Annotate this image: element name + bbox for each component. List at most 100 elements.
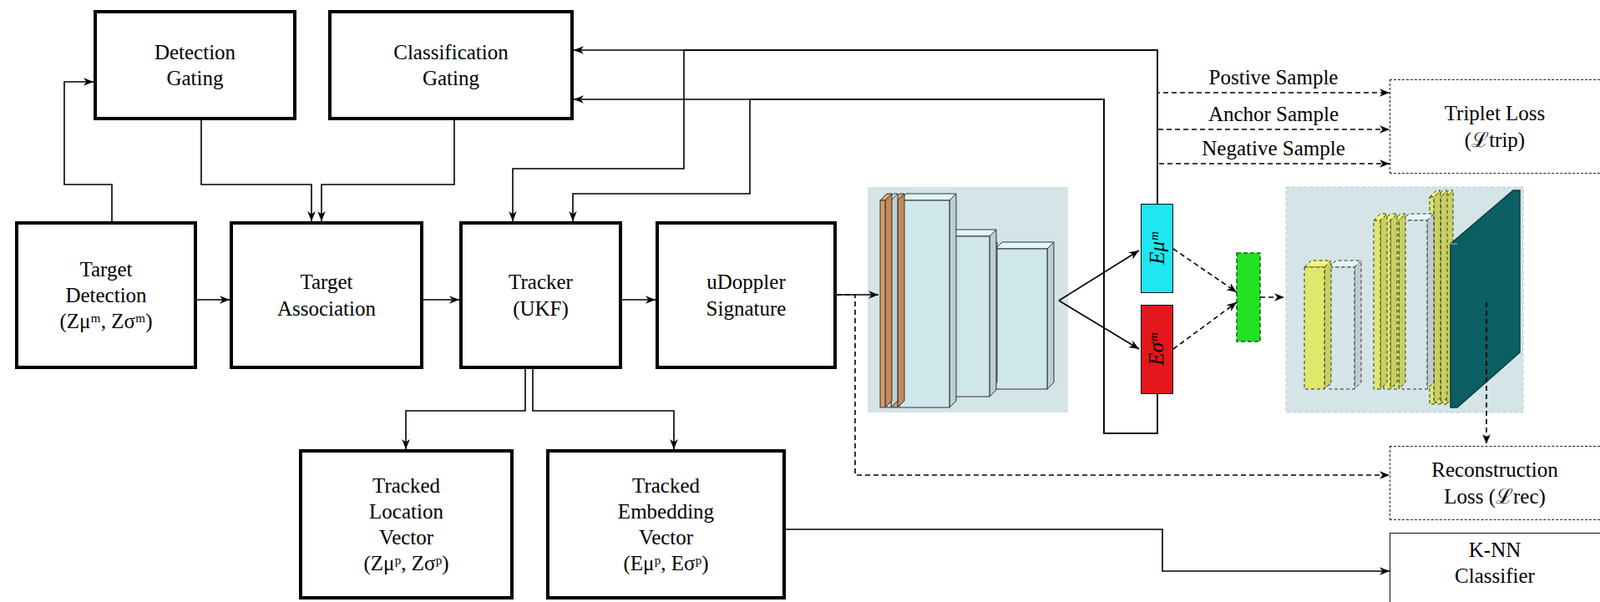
encoder-layer-front [932,236,938,397]
encoder-sigma-arrow [1058,300,1140,350]
decoder-layer-side [1440,190,1448,405]
decoder-layer-front [1402,220,1428,390]
encoder-mu-arrow [1058,250,1140,301]
embedding-box: Eμᵐ [1140,203,1174,294]
encoder-layer [926,229,938,397]
encoder-layer-side [931,229,938,397]
encoder-layer [921,229,932,397]
network-illustration [836,187,1524,445]
output-box: Tracked Location Vector(Zμᵖ, Zσᵖ) [298,449,514,600]
encoder-layer-front [886,200,892,408]
connector-arrow [201,120,312,222]
encoder-layer [967,242,998,390]
node-text: Tracker (UKF) [502,268,580,322]
decoder-layer-side [1427,213,1434,390]
decoder-layer-top [1436,190,1448,198]
decoder-layer [1442,190,1454,405]
connector-arrow [405,369,526,450]
decoder-panel [1286,187,1524,413]
node-text: Target Detection [55,256,157,309]
decoder-layer-top [1393,213,1406,221]
encoder-layer-side [925,229,932,397]
encoder-layer-front [880,200,886,408]
connector-arrow [785,529,1390,572]
decoder-to-loss [1485,302,1488,445]
decoder-layer [1402,213,1434,390]
latent-vector [1236,253,1261,342]
decoder-layer [1304,260,1332,390]
encoder-layer-side [1047,242,1054,390]
decoder-output-layer [1450,190,1520,408]
encoder-layer [939,229,997,397]
encoder-layer-top [995,242,1054,249]
connector-arrow [197,298,230,301]
connector-arrow [836,294,1390,476]
encoder-layer-side [885,193,892,408]
decoder-layer-side [1354,260,1362,390]
encoder-layer-side [989,229,997,397]
node-text: Eμᵐ [1144,232,1170,264]
encoder-layer [932,229,945,397]
loss-box: Triplet Loss (ℒtrip) [1389,79,1600,174]
encoder-layer-side [949,193,957,408]
connector-arrow [321,120,455,222]
decoder-output-edge [1450,243,1458,245]
connector-arrow [622,298,656,301]
encoder-layer-top [899,193,957,201]
connector-arrow [532,369,674,450]
encoder-layer-top [939,229,997,237]
node-text: Tracked Embedding Vector [609,472,723,552]
mu-to-latent [1173,248,1237,293]
connector-arrow [1157,163,1390,204]
decoder-layer [1373,213,1388,390]
edge-label: Anchor Sample [1205,102,1342,127]
encoder-layer-side [897,193,905,408]
process-box: Tracker (UKF) [459,221,623,370]
edge-label: Postive Sample [1206,65,1342,91]
node-text: Eσᵐ [1144,333,1170,365]
loss-box: Reconstruction Loss (ℒrec) [1389,445,1600,521]
embedding-box: Eσᵐ [1140,304,1174,395]
decoder-layer [1329,260,1362,390]
decoder-layer-side [1380,213,1388,390]
node-text: uDoppler Signature [696,268,797,322]
encoder-layer [886,193,898,408]
encoder-layer-top [886,193,898,201]
node-text: (Zμᵖ, Zσᵖ) [363,550,449,577]
decoder-layer-front [1329,267,1355,390]
connector-arrow [1157,92,1390,204]
decoder-layer-side [1433,190,1441,405]
decoder-layer [1436,190,1448,405]
connector-arrow [1157,129,1390,204]
decoder-layer-top [1383,213,1398,221]
node-text: (Eμᵖ, Eσᵖ) [622,550,709,577]
input-arrow [836,293,879,296]
encoder-layer-front [899,200,950,408]
encoder-layer [899,193,957,408]
encoder-panel [867,187,1069,413]
gating-box: Classification Gating [328,10,574,121]
encoder-layer-top [926,229,938,237]
encoder-layer-side [891,193,898,408]
decoder-layer-front [1383,220,1391,390]
decoder-layer-front [1393,220,1399,390]
connector-arrow [573,99,1158,434]
process-box: uDoppler Signature [655,221,837,370]
encoder-layer [880,193,892,408]
encoder-layer-top [880,193,892,201]
edge-label: Negative Sample [1199,136,1347,162]
encoder-layer-front [967,248,991,390]
decoder-layer-side [1446,190,1454,405]
encoder-layer-front [892,200,898,408]
node-text: Reconstruction Loss (ℒrec) [1411,456,1579,510]
encoder-layer [892,193,905,408]
decoder-layer-side [1324,260,1332,390]
encoder-layer-top [932,229,945,237]
encoder-layer-top [967,242,998,249]
node-text: Tracked Location Vector [356,472,457,552]
process-box: Target Association [229,221,424,370]
connector-arrow [573,50,1158,204]
decoder-layer [1383,213,1398,390]
decoder-layer-side [1390,213,1398,390]
node-text: Triplet Loss (ℒtrip) [1432,100,1558,153]
